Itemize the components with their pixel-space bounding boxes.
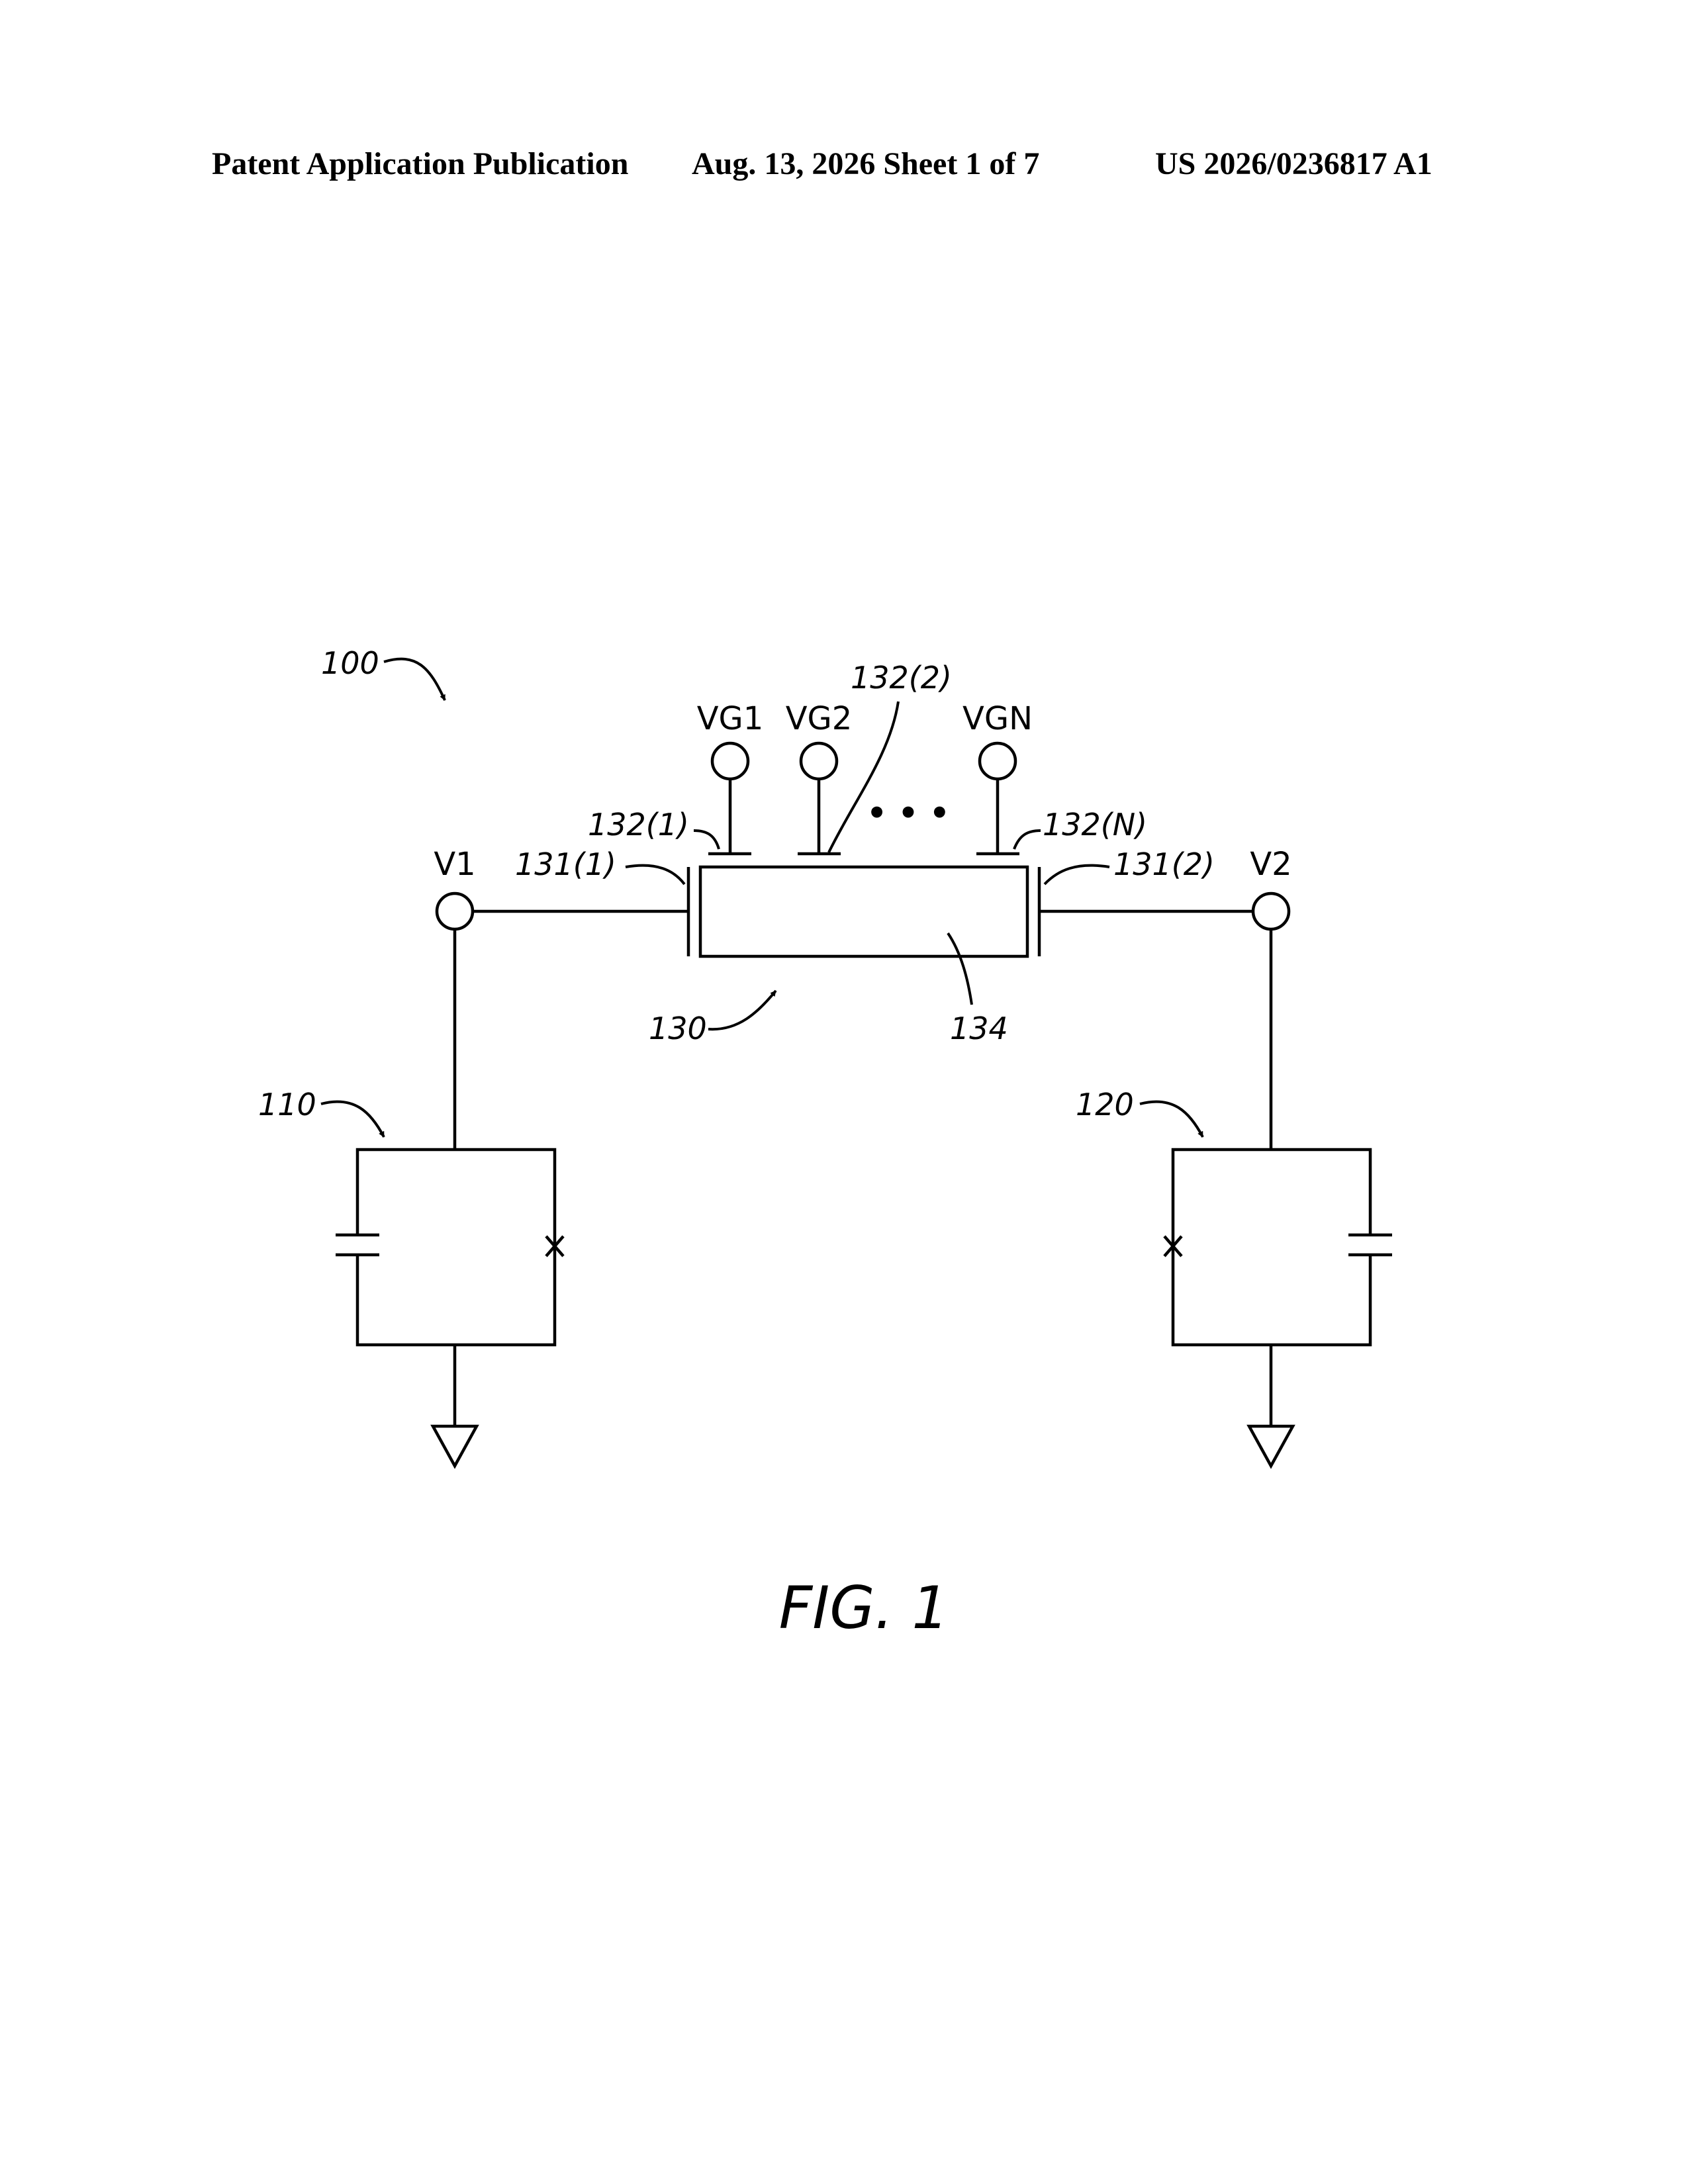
capacitor-icon-110 <box>336 1235 379 1255</box>
leader-100 <box>384 659 445 700</box>
node-v1 <box>437 893 473 929</box>
leader-132-n <box>1014 831 1041 849</box>
ref-132-2: 132(2) <box>851 660 952 696</box>
ref-132-n: 132(N) <box>1043 807 1147 842</box>
capacitor-icon-120 <box>1348 1235 1392 1255</box>
leader-130 <box>708 991 776 1029</box>
ref-132-1: 132(1) <box>588 807 689 842</box>
node-vgn <box>980 743 1015 779</box>
label-vg1: VG1 <box>697 700 764 737</box>
leader-134 <box>948 933 972 1005</box>
leader-131-1 <box>626 866 684 884</box>
ref-130: 130 <box>649 1011 707 1046</box>
label-v1: V1 <box>434 846 475 883</box>
ref-134: 134 <box>950 1011 1008 1046</box>
leader-110 <box>321 1102 384 1137</box>
gate-ellipsis: • • • <box>867 795 949 832</box>
resonator-120-loop <box>1173 1150 1370 1345</box>
node-v2 <box>1253 893 1289 929</box>
leader-131-2 <box>1045 866 1109 884</box>
ref-131-2: 131(2) <box>1113 846 1215 882</box>
node-vg2 <box>801 743 837 779</box>
ref-110: 110 <box>258 1087 316 1122</box>
label-vg2: VG2 <box>786 700 853 737</box>
resonator-110-loop <box>357 1150 555 1345</box>
leader-132-1 <box>694 831 719 849</box>
label-vgn: VGN <box>962 700 1033 737</box>
ref-100: 100 <box>321 645 379 681</box>
ground-left <box>433 1426 477 1466</box>
leader-120 <box>1140 1102 1203 1137</box>
channel-134 <box>700 867 1027 956</box>
ref-131-1: 131(1) <box>515 846 616 882</box>
label-v2: V2 <box>1250 846 1291 883</box>
node-vg1 <box>712 743 748 779</box>
ground-right <box>1249 1426 1293 1466</box>
ref-120: 120 <box>1076 1087 1134 1122</box>
figure-caption: FIG. 1 <box>779 1574 949 1642</box>
